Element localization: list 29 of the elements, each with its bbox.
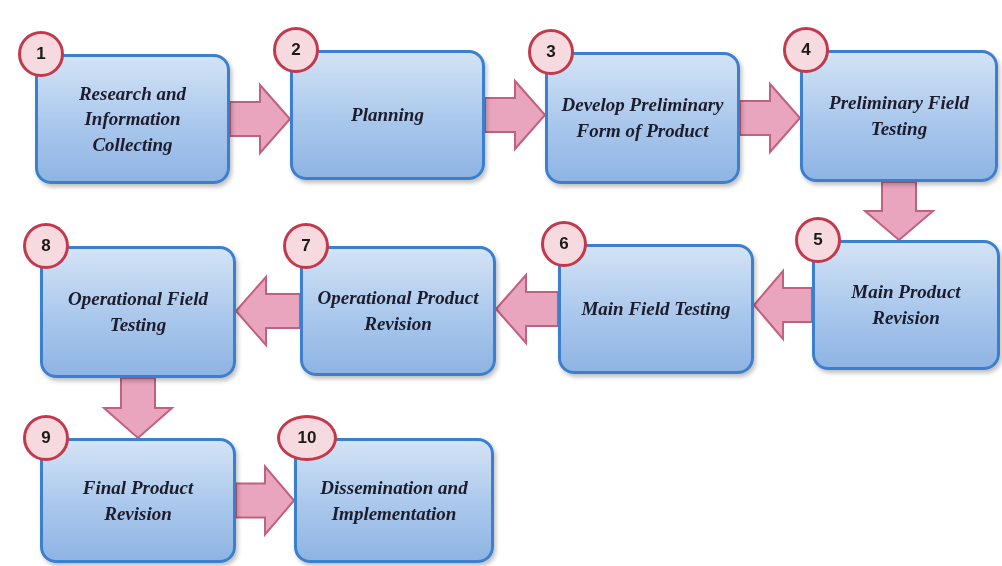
step-label: Main Product Revision	[850, 280, 962, 330]
step-number-badge: 9	[23, 415, 69, 461]
step-label: Planning	[351, 103, 424, 128]
step-number-badge: 1	[18, 31, 64, 77]
step-label: Research and Information Collecting	[77, 81, 188, 157]
block-arrow	[494, 272, 559, 346]
step-number-badge: 7	[283, 223, 329, 269]
step-number-badge: 4	[783, 27, 829, 73]
step-label: Dissemination and Implementation	[319, 475, 469, 526]
block-arrow	[484, 78, 547, 152]
step-number-badge: 3	[528, 29, 574, 75]
step-number-badge: 5	[795, 217, 841, 263]
block-arrow	[862, 181, 936, 242]
block-arrow	[101, 377, 175, 440]
block-arrow	[229, 82, 292, 156]
step-label: Final Product Revision	[81, 475, 195, 526]
block-arrow	[235, 463, 296, 538]
step-number-badge: 6	[541, 221, 587, 267]
block-arrow	[752, 268, 813, 342]
block-arrow	[739, 81, 802, 155]
step-number-badge: 10	[277, 415, 337, 461]
step-label: Operational Product Revision	[316, 286, 480, 336]
step-label: Main Field Testing	[581, 297, 731, 322]
step-label: Operational Field Testing	[67, 287, 209, 337]
step-label: Preliminary Field Testing	[828, 91, 970, 141]
step-number-badge: 2	[273, 27, 319, 73]
step-label: Develop Preliminary Form of Product	[560, 93, 725, 143]
block-arrow	[234, 274, 301, 348]
step-number-badge: 8	[23, 223, 69, 269]
